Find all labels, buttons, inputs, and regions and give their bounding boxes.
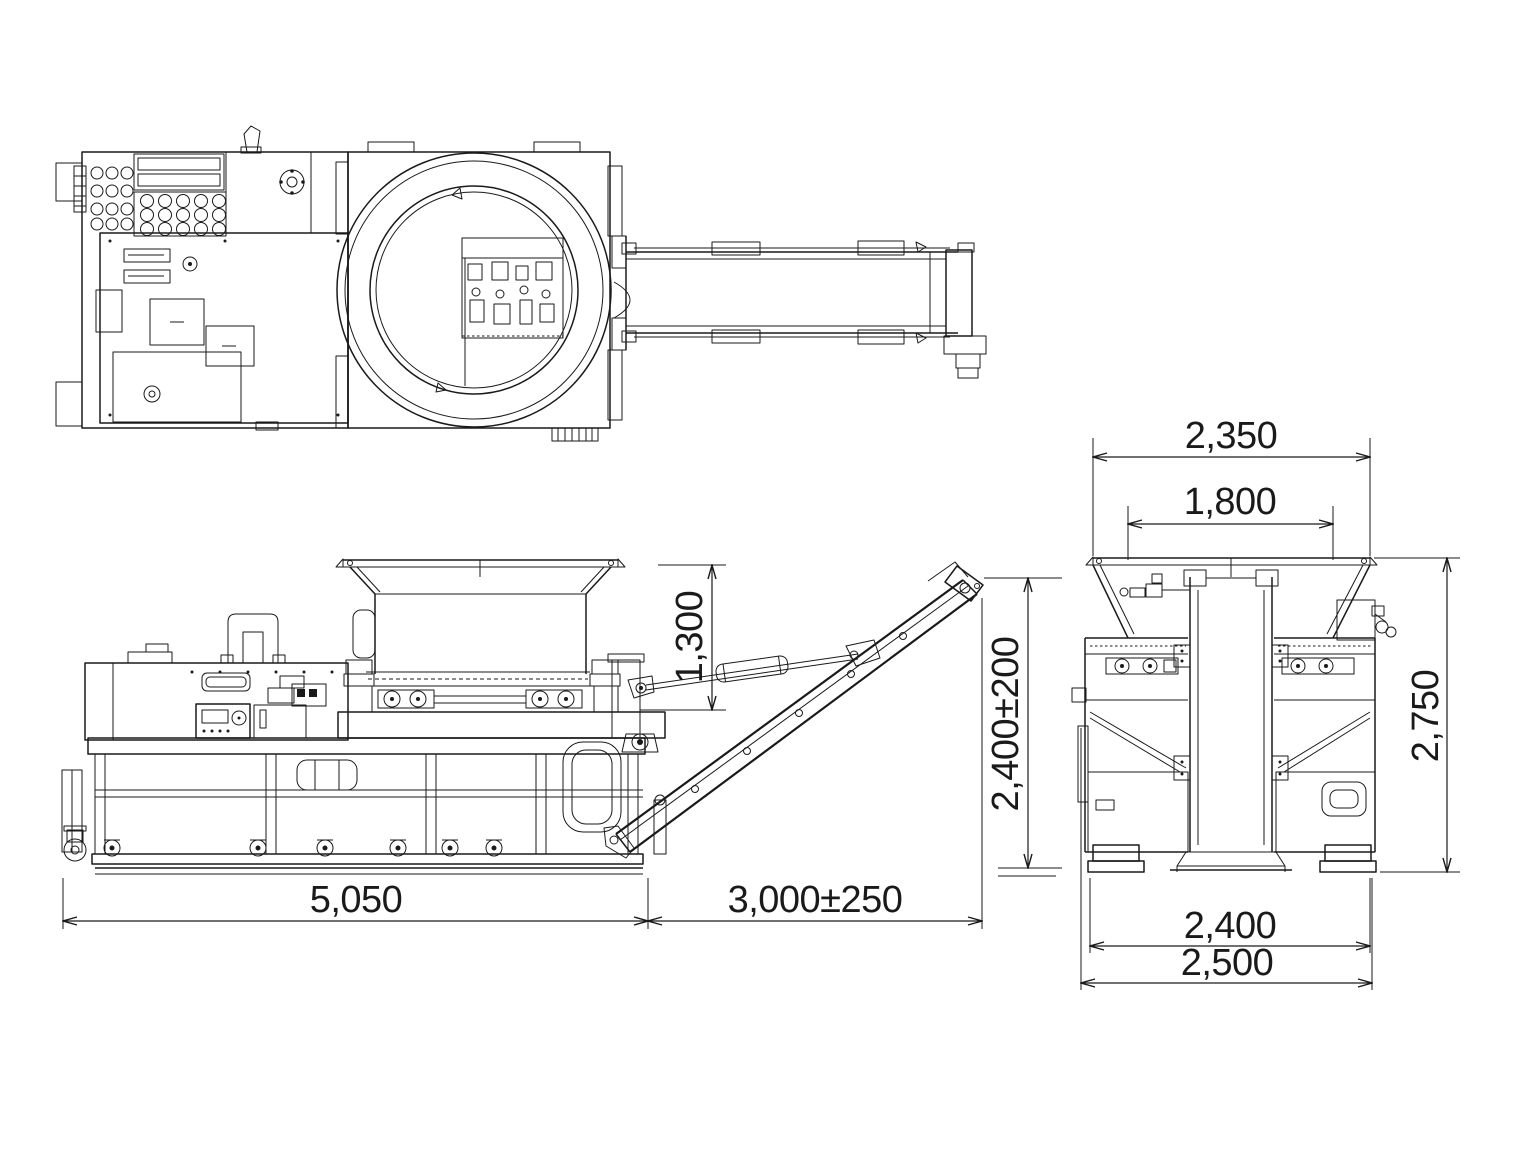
end-elevation [1071, 556, 1397, 873]
dim-label-hopper-top-width: 2,350 [1185, 415, 1278, 457]
plan-view [55, 125, 987, 442]
plan-power-unit [55, 125, 349, 431]
dim-hopper-top-width: 2,350 [1093, 415, 1370, 556]
front-feeder [343, 659, 621, 713]
plan-vent-grid-large [140, 194, 226, 236]
dim-hopper-height: 1,300 [640, 565, 726, 710]
front-hopper [335, 558, 626, 674]
end-feet [1087, 844, 1377, 873]
end-conveyor-column [1119, 569, 1292, 872]
front-elevation [61, 558, 984, 875]
dim-label-conveyor-reach: 3,000±250 [728, 879, 903, 921]
dim-label-base-width: 2,400 [1184, 905, 1277, 947]
plan-rotor-housing [335, 141, 631, 442]
dim-hopper-opening-width: 1,800 [1128, 481, 1333, 560]
front-power-unit [84, 613, 349, 741]
dim-conveyor-reach: 3,000±250 [648, 598, 982, 929]
dim-label-overall-height: 2,750 [1405, 670, 1447, 763]
plan-conveyor [621, 236, 987, 379]
dim-overall-height: 2,750 [1374, 558, 1460, 872]
end-side-frames [1071, 599, 1397, 853]
dimension-annotations: 2,350 1,800 1,300 2,400±200 2,750 [63, 415, 1460, 990]
front-conveyor [562, 561, 984, 859]
dim-label-hopper-height: 1,300 [669, 591, 711, 684]
dim-machine-length: 5,050 [63, 878, 648, 929]
dim-base-width: 2,400 [1090, 878, 1370, 953]
front-control-panel [195, 703, 251, 739]
dim-label-hopper-opening-width: 1,800 [1184, 481, 1277, 523]
dim-overall-width: 2,500 [1081, 728, 1372, 990]
dim-label-overall-width: 2,500 [1181, 942, 1274, 984]
dim-label-discharge-height: 2,400±200 [985, 637, 1027, 812]
plan-exhaust-funnel [240, 125, 262, 154]
plan-cutter-deck [461, 237, 564, 386]
dim-discharge-height: 2,400±200 [984, 578, 1062, 877]
end-hopper [1085, 556, 1378, 639]
plan-shaft-flange [279, 169, 305, 195]
plan-vent-grid-small [90, 166, 134, 231]
front-casters [63, 825, 503, 862]
dim-label-machine-length: 5,050 [310, 879, 403, 921]
front-base-frame [61, 711, 666, 875]
